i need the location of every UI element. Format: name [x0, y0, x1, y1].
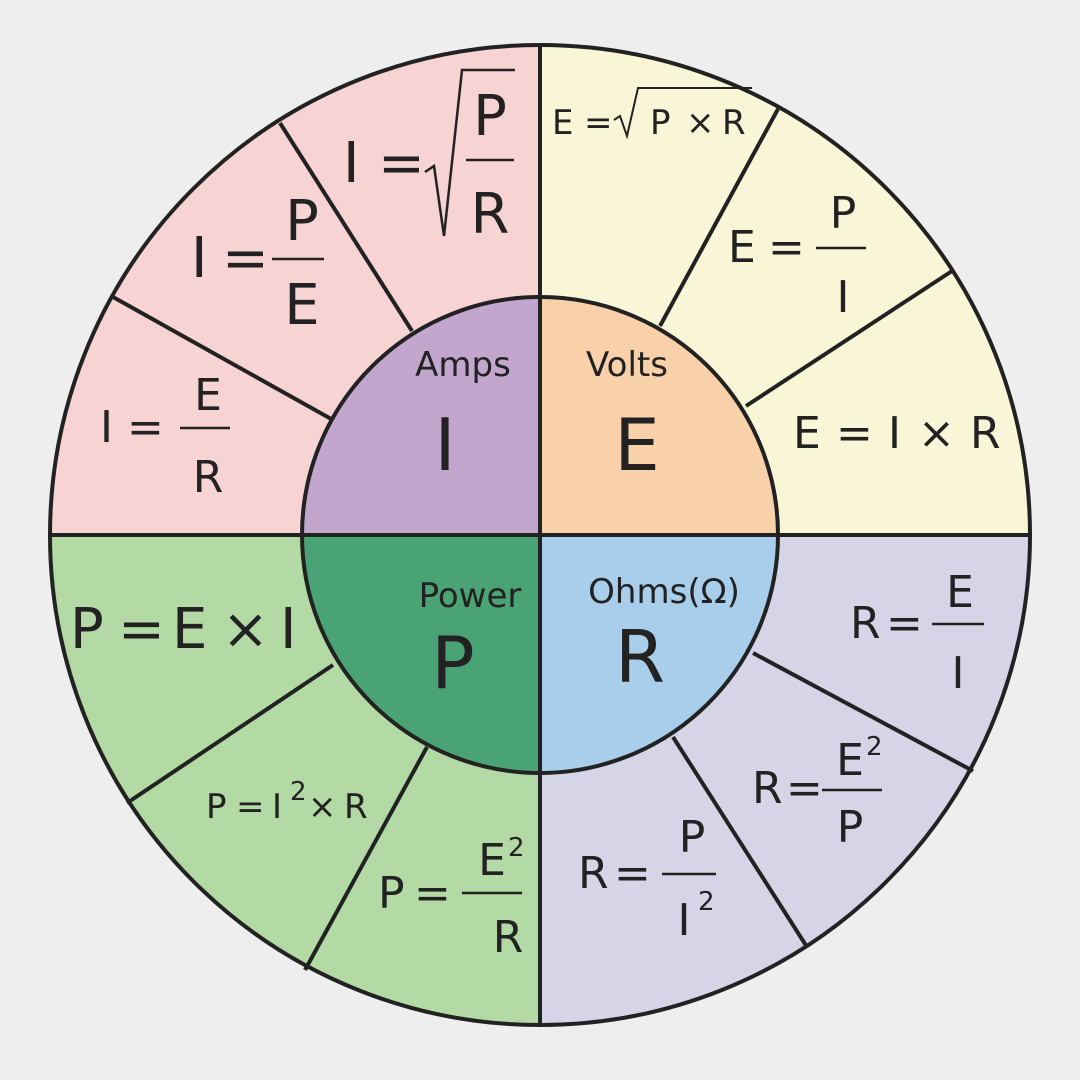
- svg-text:I: I: [678, 895, 691, 946]
- svg-text:E: E: [836, 735, 864, 786]
- formula-power-2: P = I 2 × R: [206, 777, 368, 827]
- formula-volts-2: E = P I: [728, 188, 866, 323]
- svg-text:2: 2: [698, 887, 715, 917]
- svg-text:=: =: [118, 597, 165, 662]
- svg-text:=: =: [222, 226, 269, 291]
- inner-circle: [300, 295, 780, 775]
- svg-text:P: P: [679, 812, 706, 863]
- formula-amps-3: I = E R: [100, 370, 230, 503]
- svg-text:P: P: [285, 189, 319, 254]
- svg-text:=: =: [236, 787, 265, 827]
- inner-quadrant-volts: [540, 297, 778, 535]
- svg-text:I: I: [272, 787, 282, 827]
- formula-power-1: P = E × I: [70, 597, 297, 662]
- ohms-label: Ohms(Ω): [588, 572, 740, 612]
- svg-text:×: ×: [686, 103, 715, 143]
- svg-text:×: ×: [918, 408, 955, 459]
- formula-ohms-2: R = E 2 P: [752, 732, 883, 853]
- svg-text:×: ×: [222, 597, 269, 662]
- svg-text:E: E: [946, 567, 974, 618]
- outer-circle: [48, 43, 1032, 1027]
- svg-text:2: 2: [508, 833, 525, 863]
- formula-power-3: P = E 2 R: [378, 833, 525, 963]
- formula-amps-2: I = P E: [191, 189, 324, 338]
- svg-text:P: P: [650, 103, 671, 143]
- volts-label: Volts: [586, 345, 668, 385]
- formula-volts-3: E = I × R: [793, 408, 1001, 459]
- svg-text:=: =: [768, 222, 805, 273]
- svg-text:R: R: [850, 598, 881, 649]
- sector-dividers: [112, 108, 974, 971]
- formula-amps-1: I = P R: [343, 68, 515, 247]
- svg-text:R: R: [722, 103, 746, 143]
- inner-quadrant-amps: [302, 297, 540, 535]
- svg-text:E: E: [728, 222, 756, 273]
- svg-text:I: I: [100, 402, 113, 453]
- ohms-symbol: R: [615, 615, 665, 699]
- svg-text:=: =: [836, 408, 873, 459]
- svg-text:E: E: [552, 103, 573, 143]
- svg-text:=: =: [584, 103, 613, 143]
- svg-text:I: I: [343, 131, 360, 196]
- svg-text:R: R: [752, 763, 783, 814]
- svg-text:I: I: [280, 597, 297, 662]
- svg-text:E: E: [478, 835, 506, 886]
- svg-text:E: E: [284, 273, 319, 338]
- power-symbol: P: [431, 621, 474, 705]
- svg-text:P: P: [837, 802, 864, 853]
- svg-text:E: E: [793, 408, 821, 459]
- svg-text:I: I: [837, 272, 850, 323]
- amps-label: Amps: [415, 345, 511, 385]
- svg-text:=: =: [414, 868, 451, 919]
- svg-text:2: 2: [866, 732, 883, 762]
- svg-text:=: =: [786, 763, 823, 814]
- svg-text:E: E: [172, 597, 207, 662]
- svg-text:I: I: [952, 648, 965, 699]
- amps-symbol: I: [434, 403, 455, 487]
- svg-text:I: I: [191, 226, 208, 291]
- svg-text:P: P: [70, 597, 104, 662]
- svg-text:=: =: [127, 402, 164, 453]
- svg-text:2: 2: [290, 777, 307, 807]
- svg-text:R: R: [344, 787, 368, 827]
- svg-text:×: ×: [308, 787, 337, 827]
- formula-ohms-1: R = E I: [850, 567, 984, 699]
- svg-text:R: R: [970, 408, 1001, 459]
- svg-text:P: P: [378, 868, 405, 919]
- svg-text:I: I: [888, 408, 901, 459]
- svg-text:R: R: [578, 848, 609, 899]
- svg-text:P: P: [473, 84, 507, 149]
- svg-text:R: R: [193, 452, 224, 503]
- volts-symbol: E: [614, 403, 660, 487]
- inner-quadrant-ohms: [540, 535, 778, 773]
- power-label: Power: [419, 576, 522, 616]
- formula-volts-1: E = P × R: [552, 87, 752, 143]
- svg-text:R: R: [493, 912, 524, 963]
- svg-text:=: =: [378, 131, 425, 196]
- svg-text:R: R: [471, 182, 510, 247]
- formula-ohms-3: R = P I 2: [578, 812, 716, 946]
- svg-text:=: =: [614, 848, 651, 899]
- svg-text:E: E: [194, 370, 222, 421]
- inner-quadrant-power: [302, 535, 540, 773]
- svg-text:P: P: [830, 188, 857, 239]
- svg-text:=: =: [886, 598, 923, 649]
- svg-text:P: P: [206, 787, 227, 827]
